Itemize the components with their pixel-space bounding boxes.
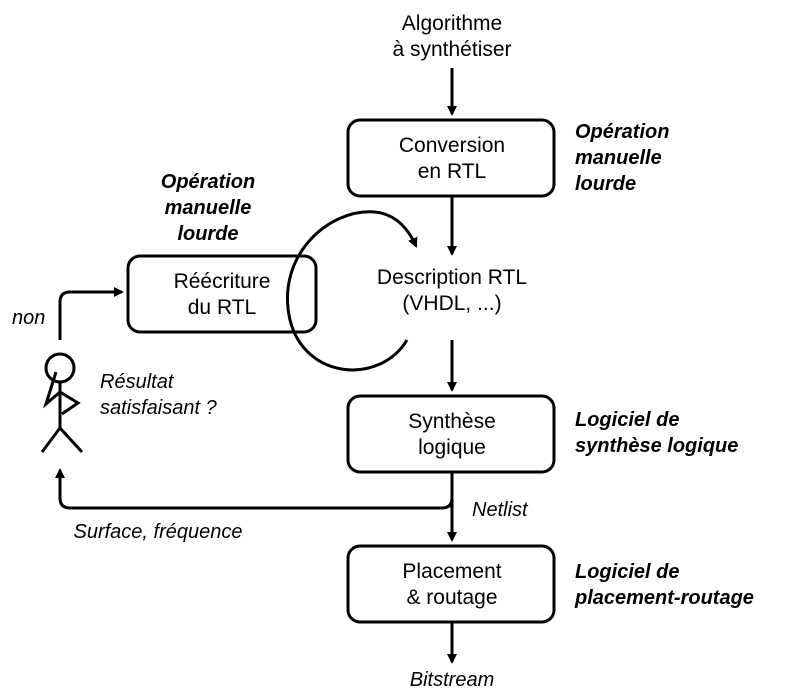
placement-tool-line2: placement-routage [574, 587, 754, 609]
arrow-decision-to-rewrite [58, 287, 124, 340]
synthesis-tool-line1: Logiciel de [575, 409, 679, 431]
rewrite-label-line1: Réécriture [174, 270, 271, 293]
placement-label-line1: Placement [402, 560, 501, 583]
manual-op-right-line3: lourde [575, 173, 636, 195]
bitstream-label: Bitstream [410, 669, 494, 691]
feedback-label: Surface, fréquence [74, 521, 243, 543]
no-label: non [12, 307, 45, 329]
manual-op-right-line1: Opération [575, 121, 669, 143]
input-label-line1: Algorithme [402, 12, 502, 35]
rtl-description-line1: Description RTL [377, 266, 527, 289]
placement-tool-line1: Logiciel de [575, 561, 679, 583]
input-label-line2: à synthétiser [392, 38, 511, 61]
decision-question-line2: satisfaisant ? [100, 397, 218, 419]
thinking-person-icon [40, 352, 84, 454]
placement-box [346, 544, 556, 624]
synthesis-tool-line2: synthèse logique [575, 435, 738, 457]
conversion-box [346, 118, 556, 198]
conversion-label-line1: Conversion [399, 134, 505, 157]
manual-op-left-line2: manuelle [165, 197, 252, 219]
rewrite-label-line2: du RTL [188, 296, 257, 319]
feedback-arrow [55, 468, 454, 510]
manual-op-left-line1: Opération [161, 171, 255, 193]
rewrite-box [126, 254, 318, 334]
placement-label-line2: & routage [406, 586, 497, 609]
synthesis-label-line2: logique [418, 436, 486, 459]
rewrite-loop-arrow [286, 210, 418, 372]
decision-question-line1: Résultat [100, 371, 175, 393]
synthesis-label-line1: Synthèse [408, 410, 496, 433]
manual-op-left-line3: lourde [177, 223, 238, 245]
netlist-label: Netlist [472, 499, 529, 521]
synthesis-box [346, 394, 556, 474]
manual-op-right-line2: manuelle [575, 147, 662, 169]
rtl-description-line2: (VHDL, ...) [402, 292, 501, 315]
conversion-label-line2: en RTL [418, 160, 487, 183]
